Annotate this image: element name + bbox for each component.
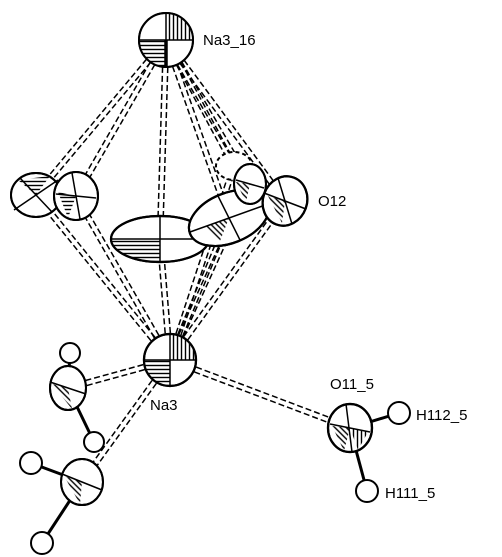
atom-label-h111-5: H111_5 — [385, 485, 435, 502]
coordination-bond-na3-o12 — [167, 199, 284, 359]
coordination-bond-na3-16-o_center_right — [162, 40, 228, 220]
atom-h-a — [59, 342, 81, 364]
coordination-bond-na3-16-o_left2 — [73, 38, 165, 196]
atom-h112-5 — [387, 401, 411, 425]
atom-h-c — [19, 451, 43, 475]
coordination-bond-na3-16-o_center_big — [161, 40, 170, 240]
coordination-bond-na3-o12 — [171, 202, 288, 362]
atom-o-small-mid — [233, 163, 267, 205]
coordination-bond-na3-o_small — [166, 182, 249, 360]
atom-label-na3: Na3 — [150, 397, 178, 414]
atom-o-lower2 — [60, 458, 104, 506]
atom-na3-16 — [138, 12, 194, 68]
atom-label-na3-16: Na3_16 — [203, 32, 256, 49]
coordination-bond-na3-o_left2 — [77, 194, 173, 360]
atom-o-left2 — [53, 171, 99, 221]
atom-o12 — [261, 175, 309, 227]
coordination-bond-na3-o11_5 — [168, 361, 350, 432]
atom-h-d — [30, 531, 54, 555]
atom-label-h112-5: H112_5 — [416, 407, 467, 424]
coordination-bond-na3-16-o_left2 — [77, 40, 169, 198]
atom-o11-5 — [326, 402, 374, 454]
coordination-bond-na3-o_small — [171, 184, 254, 362]
coordination-bond-na3-o11_5 — [170, 356, 352, 427]
coordination-bond-na3-o_back — [171, 166, 238, 362]
atom-o-lower1 — [49, 365, 87, 411]
coordination-bond-na3-16-o_left — [37, 41, 169, 198]
coordination-bond-na3-16-o_left — [33, 37, 165, 194]
atom-na3 — [142, 332, 198, 388]
atom-h-b — [83, 431, 105, 453]
atom-label-o12: O12 — [318, 193, 346, 210]
coordination-bond-na3-o_lower2 — [83, 361, 173, 484]
coordination-bond-na3-o_left2 — [73, 196, 169, 362]
hydrogens-layer — [19, 342, 411, 555]
coordination-bond-na3-16-o_center_big — [156, 39, 165, 239]
coordination-bond-na3-o_lower2 — [79, 358, 169, 481]
coordination-bond-na3-o_back — [166, 164, 233, 360]
atom-h111-5 — [355, 479, 379, 503]
coordination-bond-na3-16-o12 — [167, 38, 288, 200]
atom-o-left — [10, 172, 62, 218]
atom-label-o11-5: O11_5 — [330, 376, 374, 393]
